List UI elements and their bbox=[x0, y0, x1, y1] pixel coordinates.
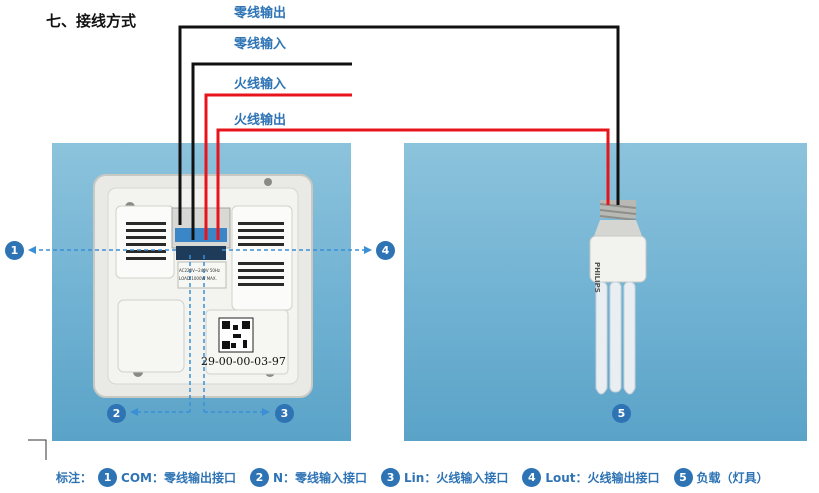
legend-text-5: 负载（灯具） bbox=[696, 471, 769, 485]
label-live-out: 火线输出 bbox=[234, 113, 287, 128]
section-heading: 七、接线方式 bbox=[46, 12, 137, 30]
legend: 标注： 1 COM：零线输出接口 2 N：零线输入接口 3 Lin：火线输入接口… bbox=[56, 468, 769, 487]
legend-prefix: 标注： bbox=[56, 471, 93, 485]
legend-num-5: 5 bbox=[673, 468, 693, 487]
label-neutral-in: 零线输入 bbox=[234, 37, 287, 52]
label-live-in: 火线输入 bbox=[234, 77, 287, 92]
label-neutral-out: 零线输出 bbox=[234, 6, 287, 21]
neutral-in-wire bbox=[191, 62, 352, 240]
legend-num-2: 2 bbox=[249, 468, 269, 487]
callout-1: 1 bbox=[5, 241, 24, 260]
legend-text-3: Lin：火线输入接口 bbox=[404, 471, 509, 485]
callout-3: 3 bbox=[275, 404, 294, 423]
legend-num-3: 3 bbox=[381, 468, 401, 487]
live-in-wire bbox=[204, 93, 352, 240]
live-out-wire bbox=[216, 128, 610, 240]
legend-text-1: COM：零线输出接口 bbox=[121, 471, 236, 485]
neutral-out-wire bbox=[178, 25, 620, 225]
switch-module bbox=[93, 174, 313, 398]
cfl-bulb bbox=[589, 200, 647, 395]
callout-4: 4 bbox=[376, 241, 395, 260]
bulb-brand: PHILIPS bbox=[593, 262, 601, 293]
legend-num-1: 1 bbox=[98, 468, 118, 487]
callout-2: 2 bbox=[107, 404, 126, 423]
legend-text-4: Lout：火线输出接口 bbox=[545, 471, 660, 485]
callout-5: 5 bbox=[612, 404, 631, 423]
serial-label: 29-00-00-03-97 bbox=[201, 355, 286, 368]
spec-label-line-2: LOAD:1000W MAX. bbox=[179, 276, 217, 281]
legend-text-2: N：零线输入接口 bbox=[272, 471, 368, 485]
legend-num-4: 4 bbox=[522, 468, 542, 487]
spec-label-line-1: AC220V~240V 50Hz bbox=[179, 268, 221, 273]
